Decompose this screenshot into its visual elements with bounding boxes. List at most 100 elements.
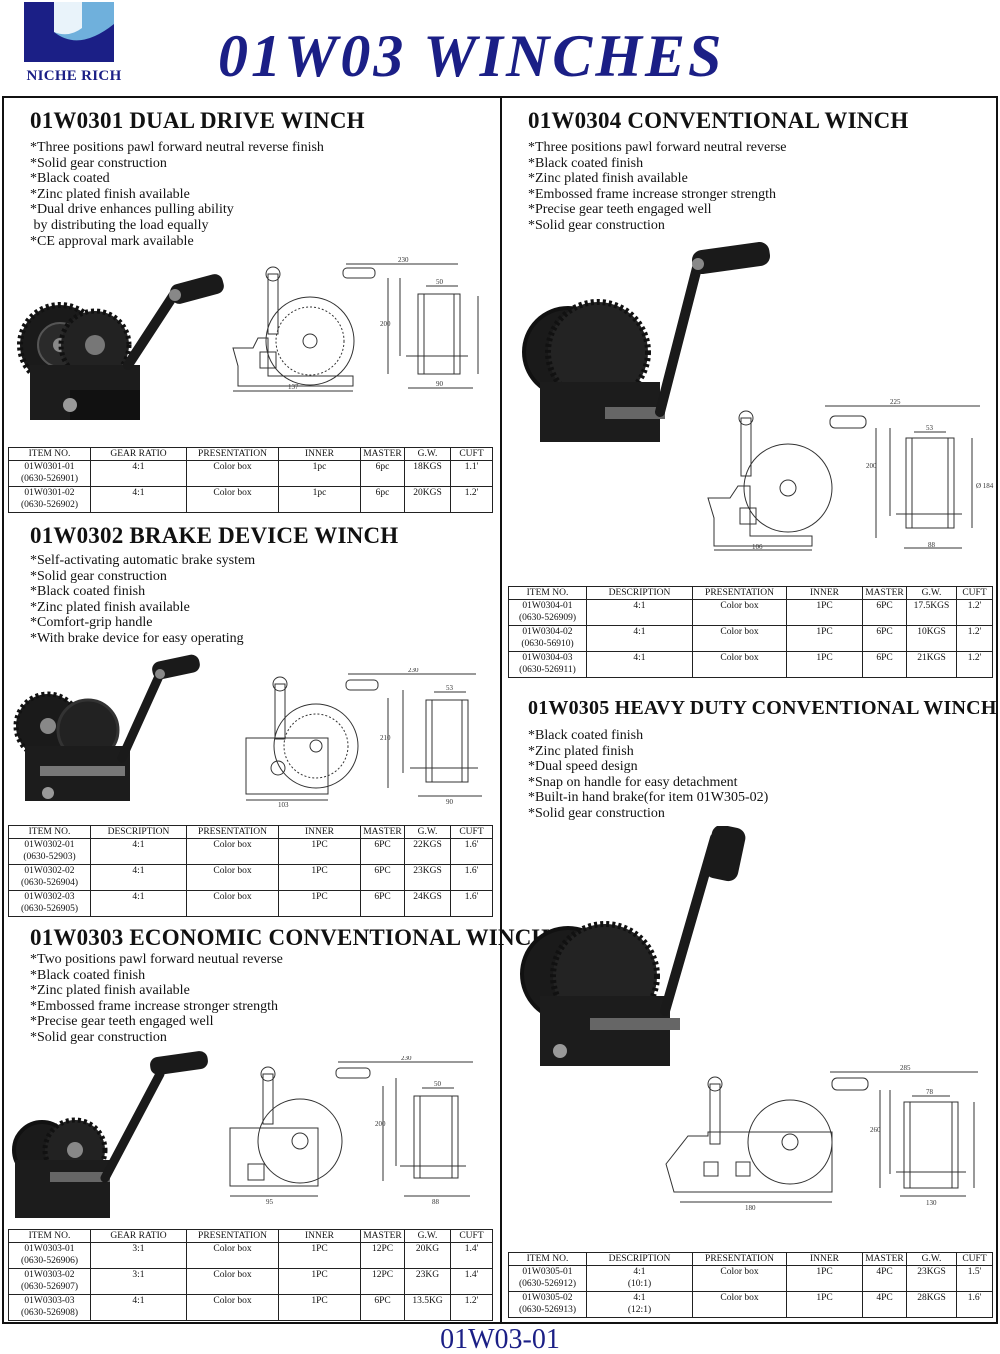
table-cell: 6PC <box>360 838 405 865</box>
feature-list-01w0304: *Three positions pawl forward neutral re… <box>528 140 787 234</box>
dimension-label: 50 <box>436 278 444 286</box>
table-row: 01W0303-01(0630-526906) 3:1 Color box 1P… <box>8 1242 493 1269</box>
feature-item: *CE approval mark available <box>30 233 194 249</box>
table-cell: Color box <box>692 625 787 652</box>
table-row: 01W0303-03(0630-526908) 4:1 Color box 1P… <box>8 1294 493 1321</box>
section-title-01w0305: 01W0305 HEAVY DUTY CONVENTIONAL WINCH <box>528 697 997 719</box>
table-cell: 4:1 <box>90 486 187 513</box>
column-divider <box>500 96 502 1324</box>
table-row: 01W0301-02(0630-526902) 4:1 Color box 1p… <box>8 486 493 513</box>
table-cell: 4:1 <box>586 599 693 626</box>
item-cell: 01W0304-02(0630-56910) <box>508 625 587 652</box>
table-cell: 1.2' <box>956 651 993 678</box>
item-cell: 01W0301-02(0630-526902) <box>8 486 91 513</box>
technical-drawing-01w0302: 230 103 53 90 210 <box>238 668 496 808</box>
table-row: 01W0305-02(0630-526913) 4:1(12:1) Color … <box>508 1291 993 1318</box>
table-cell: 1.4' <box>450 1268 493 1295</box>
column-header: CUFT <box>956 1252 993 1266</box>
item-cell: 01W0303-03(0630-526908) <box>8 1294 91 1321</box>
dimension-label: 106 <box>752 543 763 551</box>
item-cell: 01W0302-03(0630-526905) <box>8 890 91 917</box>
table-cell: 6PC <box>360 864 405 891</box>
table-row: 01W0304-02(0630-56910) 4:1 Color box 1PC… <box>508 625 993 652</box>
spec-table-01w0305: ITEM NO. DESCRIPTION PRESENTATION INNER … <box>508 1252 993 1318</box>
table-cell: 6pc <box>360 460 405 487</box>
column-header: PRESENTATION <box>186 1229 279 1243</box>
brand-name: NICHE RICH <box>26 68 122 84</box>
column-header: INNER <box>786 586 863 600</box>
table-cell: 1PC <box>278 1294 361 1321</box>
table-cell: 17.5KGS <box>906 599 957 626</box>
table-cell: 4:1 <box>586 651 693 678</box>
item-cell: 01W0305-02(0630-526913) <box>508 1291 587 1318</box>
feature-item: *Zinc plated finish available <box>30 983 190 999</box>
column-header: MASTER <box>360 447 405 461</box>
table-cell: 1PC <box>786 599 863 626</box>
table-header-row: ITEM NO. DESCRIPTION PRESENTATION INNER … <box>8 825 493 839</box>
feature-item: *Snap on handle for easy detachment <box>528 774 738 790</box>
item-cell: 01W0302-02(0630-526904) <box>8 864 91 891</box>
table-cell: 23KGS <box>404 864 451 891</box>
feature-item: *Solid gear construction <box>528 217 665 233</box>
feature-item: *Black coated finish <box>528 155 644 171</box>
table-cell: Color box <box>186 864 279 891</box>
technical-drawing-01w0304: 225 106 53 88 200 Ø 184 <box>700 398 996 554</box>
column-header: ITEM NO. <box>8 447 91 461</box>
item-cell: 01W0304-01(0630-526909) <box>508 599 587 626</box>
item-cell: 01W0304-03(0630-526911) <box>508 651 587 678</box>
feature-item: *With brake device for easy operating <box>30 630 244 646</box>
table-cell: 1.4' <box>450 1242 493 1269</box>
feature-item: *Zinc plated finish available <box>30 599 190 615</box>
column-header: G.W. <box>404 825 451 839</box>
table-cell: 4:1 <box>90 838 187 865</box>
dimension-label: 180 <box>745 1204 756 1212</box>
table-cell: 21KGS <box>906 651 957 678</box>
column-header: MASTER <box>862 586 907 600</box>
table-cell: 1PC <box>786 651 863 678</box>
table-cell: 6PC <box>862 651 907 678</box>
column-header: MASTER <box>360 825 405 839</box>
feature-item: *Zinc plated finish available <box>30 186 190 202</box>
table-cell: 1.2' <box>450 486 493 513</box>
column-header: PRESENTATION <box>186 447 279 461</box>
table-cell: 4:1 <box>90 890 187 917</box>
spec-table-01w0302: ITEM NO. DESCRIPTION PRESENTATION INNER … <box>8 825 493 917</box>
feature-item: *Embossed frame increase stronger streng… <box>30 998 279 1014</box>
table-cell: 4PC <box>862 1265 907 1292</box>
table-cell: 1.2' <box>450 1294 493 1321</box>
column-header: ITEM NO. <box>508 1252 587 1266</box>
product-photo-01w0304 <box>520 242 775 467</box>
table-row: 01W0302-03(0630-526905) 4:1 Color box 1P… <box>8 890 493 917</box>
column-header: PRESENTATION <box>186 825 279 839</box>
section-title-01w0301: 01W0301 DUAL DRIVE WINCH <box>30 108 365 133</box>
dimension-label: 90 <box>446 798 454 806</box>
feature-item: *Three positions pawl forward neutral re… <box>30 140 324 155</box>
feature-item: *Black coated <box>30 171 110 187</box>
item-cell: 01W0302-01(0630-52903) <box>8 838 91 865</box>
table-cell: 1PC <box>278 890 361 917</box>
feature-item: *Built-in hand brake(for item 01W305-02) <box>528 790 769 806</box>
column-header: G.W. <box>906 586 957 600</box>
feature-item: *Solid gear construction <box>30 568 167 584</box>
technical-drawing-01w0303: 230 95 50 88 200 <box>218 1056 496 1206</box>
table-cell: 1PC <box>786 1291 863 1318</box>
table-cell: 1PC <box>278 838 361 865</box>
feature-item: *Two positions pawl forward neutual reve… <box>30 952 283 967</box>
column-header: PRESENTATION <box>692 586 787 600</box>
column-header: ITEM NO. <box>8 1229 91 1243</box>
feature-item: *Self-activating automatic brake system <box>30 553 256 568</box>
dimension-label: 200 <box>375 1120 386 1128</box>
brand-logo: NICHE RICH <box>14 2 124 94</box>
dimension-label: 225 <box>890 398 901 406</box>
table-cell: 1.6' <box>450 838 493 865</box>
description-cell: 4:1(12:1) <box>586 1291 693 1318</box>
technical-drawing-01w0301: 230 137 50 90 200 <box>228 256 490 394</box>
dimension-label: 90 <box>436 380 444 388</box>
table-cell: 1.6' <box>956 1291 993 1318</box>
table-cell: 1.6' <box>450 864 493 891</box>
column-header: MASTER <box>360 1229 405 1243</box>
feature-item: by distributing the load equally <box>30 217 209 233</box>
item-cell: 01W0303-02(0630-526907) <box>8 1268 91 1295</box>
table-cell: 23KGS <box>906 1265 957 1292</box>
dimension-label: 130 <box>926 1199 937 1207</box>
